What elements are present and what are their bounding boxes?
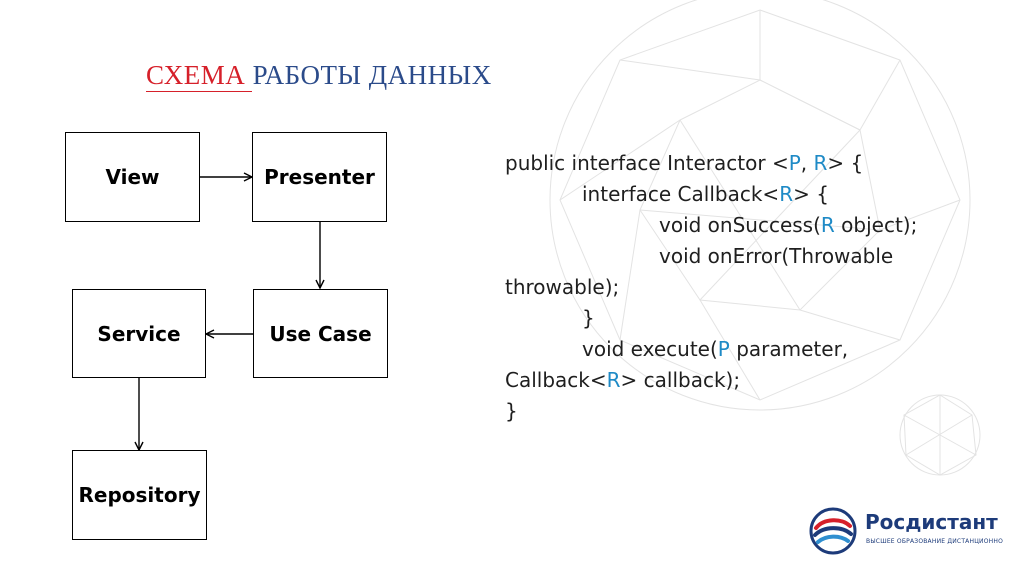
title-underline [146,91,252,92]
code-block: public interface Interactor <P, R> { int… [505,148,985,427]
node-repository: Repository [72,450,207,540]
rosdistant-emblem-icon [809,507,857,555]
code-line: throwable); [505,275,620,299]
code-line: Callback<R> callback); [505,368,741,392]
node-presenter: Presenter [252,132,387,222]
title-accent: СХЕМА [146,60,246,90]
code-line: } [505,399,518,423]
logo-tagline: ВЫСШЕЕ ОБРАЗОВАНИЕ ДИСТАНЦИОННО [866,538,1004,545]
title-rest: РАБОТЫ ДАННЫХ [252,60,492,90]
node-use-case: Use Case [253,289,388,378]
code-line: } [582,306,595,330]
node-view: View [65,132,200,222]
code-line: void onSuccess(R object); [659,213,918,237]
code-line: void onError(Throwable [659,244,894,268]
slide-title: СХЕМА РАБОТЫ ДАННЫХ [146,60,492,91]
rosdistant-logo: Росдистант ВЫСШЕЕ ОБРАЗОВАНИЕ ДИСТАНЦИОН… [808,506,1003,558]
node-service: Service [72,289,206,378]
code-line: public interface Interactor <P, R> { [505,151,864,175]
logo-name: Росдистант [865,510,998,534]
code-line: void execute(P parameter, [582,337,849,361]
code-line: interface Callback<R> { [582,182,829,206]
